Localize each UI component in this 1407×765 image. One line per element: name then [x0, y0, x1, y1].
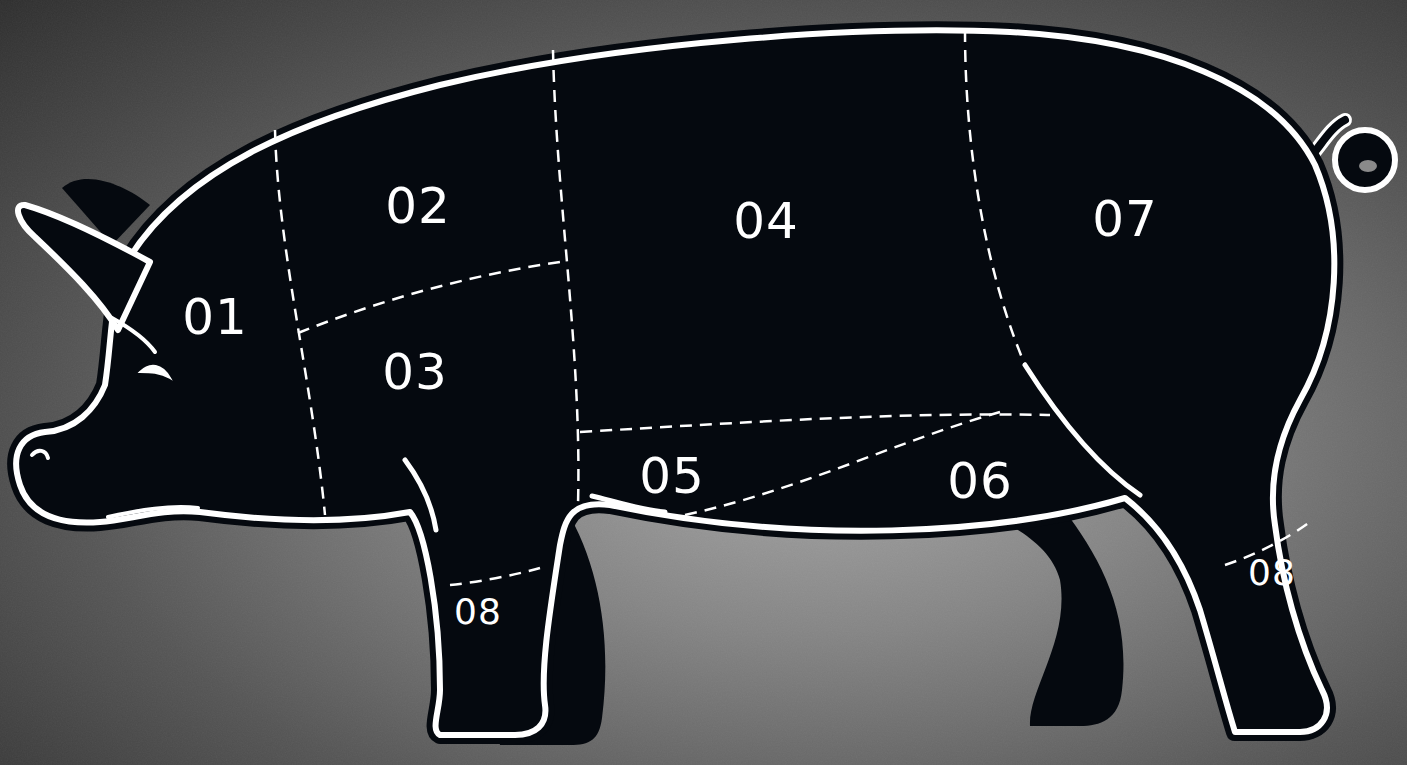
body-outline — [16, 30, 1334, 735]
hind-leg-contour — [1025, 365, 1140, 495]
eye — [140, 366, 170, 378]
cut-line — [553, 50, 578, 505]
callout-number: 05 — [639, 451, 705, 501]
jaw-line — [108, 507, 198, 517]
ear — [18, 205, 150, 330]
callout-number: 02 — [385, 181, 451, 231]
callout-number: 08 — [1248, 555, 1296, 591]
callout-number: 03 — [382, 347, 448, 397]
callout-number: 01 — [182, 292, 248, 342]
callout-number: 07 — [1092, 194, 1158, 244]
cut-line — [298, 262, 560, 333]
tail-hole — [1359, 160, 1377, 172]
cut-line — [965, 30, 1025, 365]
cut-line — [450, 568, 540, 585]
cut-line — [275, 130, 325, 515]
brow-line — [112, 318, 155, 352]
callout-number: 06 — [947, 456, 1013, 506]
cut-lines — [275, 30, 1310, 585]
front-leg-contour — [405, 460, 436, 530]
callout-number: 08 — [454, 594, 502, 630]
body-halo — [16, 30, 1334, 735]
callout-number: 04 — [733, 196, 799, 246]
tail-curl — [1335, 130, 1395, 190]
nostril — [32, 451, 48, 458]
